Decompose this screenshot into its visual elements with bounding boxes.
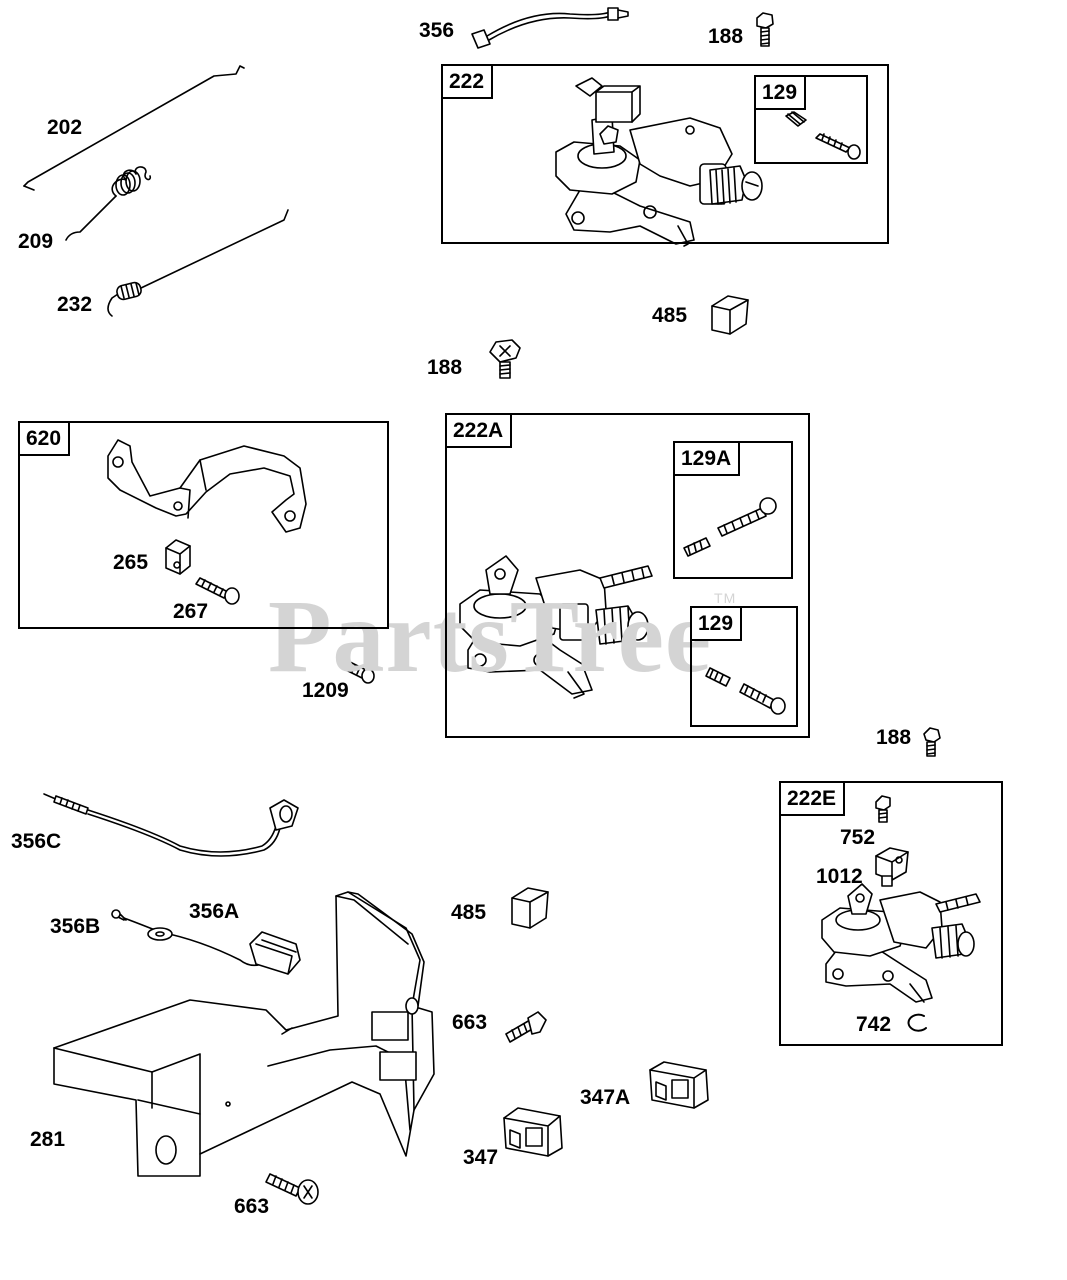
callout-485-low: 485 bbox=[451, 901, 487, 924]
box-222-governor-assembly: 222 bbox=[441, 64, 889, 244]
callout-356: 356 bbox=[419, 19, 455, 42]
callout-188-right: 188 bbox=[876, 726, 912, 749]
part-356-wire bbox=[471, 7, 629, 49]
callout-202: 202 bbox=[47, 116, 83, 139]
box-222A-governor-assembly: 222A bbox=[445, 413, 810, 738]
callout-347A: 347A bbox=[580, 1086, 631, 1109]
part-1209-screw bbox=[341, 659, 375, 684]
box-222E-tag: 222E bbox=[779, 781, 846, 816]
callout-209: 209 bbox=[18, 230, 54, 253]
callout-663-b: 663 bbox=[234, 1195, 270, 1218]
callout-752: 752 bbox=[840, 826, 876, 849]
part-267-screw bbox=[195, 577, 240, 605]
box-222A-tag: 222A bbox=[445, 413, 513, 448]
part-356A-356B-wire bbox=[111, 909, 301, 975]
box-620-bracket: 620 bbox=[18, 421, 389, 629]
box-222-tag: 222 bbox=[441, 64, 494, 99]
part-129-spring-screw bbox=[785, 111, 861, 160]
part-209-spring bbox=[65, 166, 152, 241]
part-485-block-low bbox=[511, 887, 549, 929]
callout-356C: 356C bbox=[11, 830, 62, 853]
part-129-spring-screw-lower bbox=[705, 667, 786, 715]
part-742-clip bbox=[907, 1013, 927, 1032]
part-129A-spring-screw bbox=[683, 497, 777, 557]
callout-188-top: 188 bbox=[708, 25, 744, 48]
box-129-tag: 129 bbox=[754, 75, 807, 110]
part-347-switch bbox=[503, 1107, 563, 1157]
part-188-bolt-mid bbox=[489, 339, 521, 379]
box-129-lower-tag: 129 bbox=[690, 606, 743, 641]
part-347A-switch bbox=[649, 1061, 709, 1109]
box-129-inner: 129 bbox=[754, 75, 868, 164]
callout-281: 281 bbox=[30, 1128, 66, 1151]
part-663-screw-b bbox=[265, 1173, 319, 1205]
part-752-bolt bbox=[875, 795, 891, 823]
part-620-bracket bbox=[107, 439, 307, 533]
part-202-rod bbox=[23, 65, 245, 191]
callout-1012: 1012 bbox=[816, 865, 863, 888]
callout-267: 267 bbox=[173, 600, 209, 623]
callout-232: 232 bbox=[57, 293, 93, 316]
part-188-bolt-right bbox=[923, 727, 941, 757]
part-222-assembly-drawing bbox=[555, 77, 763, 247]
part-281-control-bracket bbox=[53, 891, 435, 1177]
part-356C-wire bbox=[43, 793, 299, 857]
callout-1209: 1209 bbox=[302, 679, 349, 702]
box-129A-inner: 129A bbox=[673, 441, 793, 579]
callout-356A: 356A bbox=[189, 900, 240, 923]
part-265-clip bbox=[165, 539, 191, 575]
callout-742: 742 bbox=[856, 1013, 892, 1036]
callout-265: 265 bbox=[113, 551, 149, 574]
box-129-lower-inner: 129 bbox=[690, 606, 798, 727]
part-222E-assembly-drawing bbox=[821, 883, 981, 1003]
part-222A-assembly-drawing bbox=[459, 555, 653, 699]
part-232-spring-rod bbox=[107, 209, 289, 317]
box-620-tag: 620 bbox=[18, 421, 71, 456]
part-663-screw-a bbox=[505, 1011, 547, 1043]
box-129A-tag: 129A bbox=[673, 441, 741, 476]
part-188-bolt-top bbox=[756, 12, 774, 47]
callout-485-top: 485 bbox=[652, 304, 688, 327]
box-222E-governor-assembly: 222E bbox=[779, 781, 1003, 1046]
callout-356B: 356B bbox=[50, 915, 101, 938]
callout-188-mid: 188 bbox=[427, 356, 463, 379]
callout-347: 347 bbox=[463, 1146, 499, 1169]
callout-663-a: 663 bbox=[452, 1011, 488, 1034]
part-1012-nut bbox=[875, 847, 909, 887]
part-485-block-top bbox=[711, 295, 749, 335]
